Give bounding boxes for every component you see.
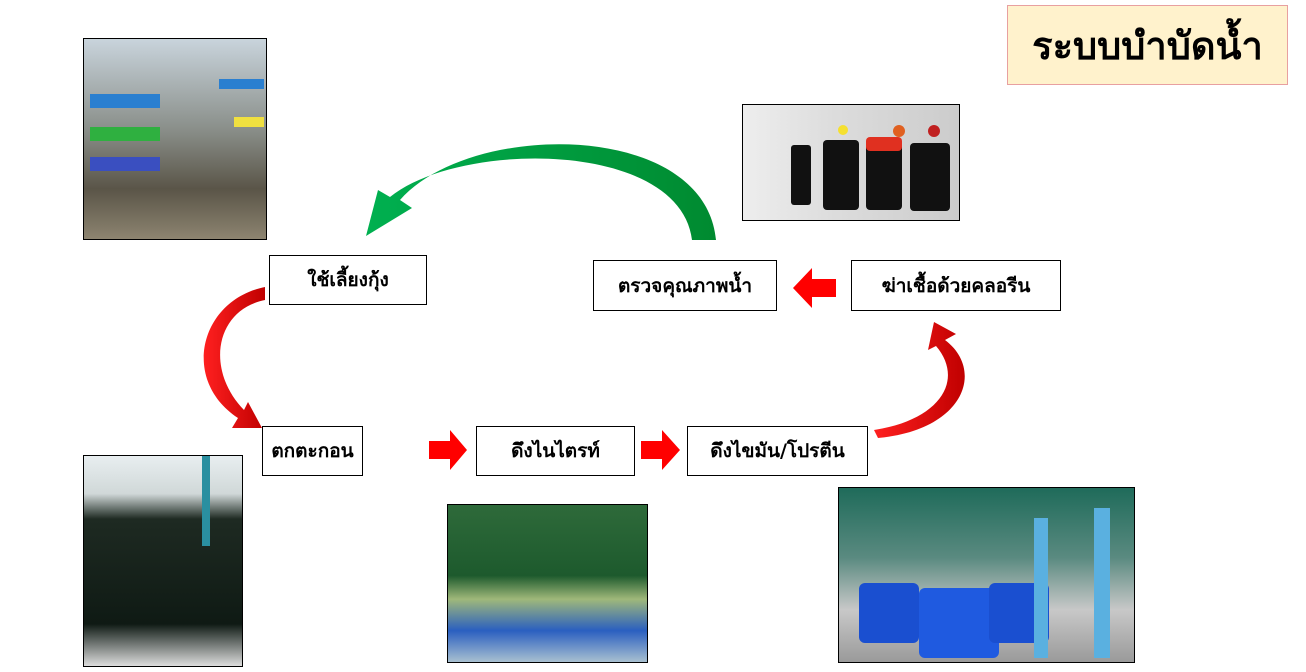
step-nitrite-removal: ดึงไนไตรท์ — [476, 426, 635, 476]
step-sedimentation: ตกตะกอน — [262, 426, 363, 476]
step-water-quality-check: ตรวจคุณภาพน้ำ — [593, 260, 777, 311]
step-use-for-shrimp: ใช้เลี้ยงกุ้ง — [269, 255, 427, 305]
photo-water-test-kit — [742, 104, 960, 221]
photo-sediment-tank — [83, 455, 243, 667]
slide-title: ระบบบำบัดน้ำ — [1007, 5, 1288, 85]
photo-protein-skimmer-tanks — [838, 487, 1135, 663]
step-chlorine-disinfection: ฆ่าเชื้อด้วยคลอรีน — [851, 260, 1061, 311]
green-curved-arrow — [366, 144, 716, 240]
photo-nitrite-filter — [447, 504, 648, 663]
red-curved-arrow-right — [874, 322, 965, 438]
red-curved-arrow-left — [203, 287, 265, 428]
red-arrow-chlorine-to-quality — [793, 268, 836, 308]
red-arrow-sediment-to-nitrite — [429, 430, 467, 470]
photo-shrimp-tanks-rack — [83, 38, 267, 240]
red-arrow-nitrite-to-protein — [641, 430, 680, 470]
step-protein-removal: ดึงไขมัน/โปรตีน — [687, 426, 868, 476]
